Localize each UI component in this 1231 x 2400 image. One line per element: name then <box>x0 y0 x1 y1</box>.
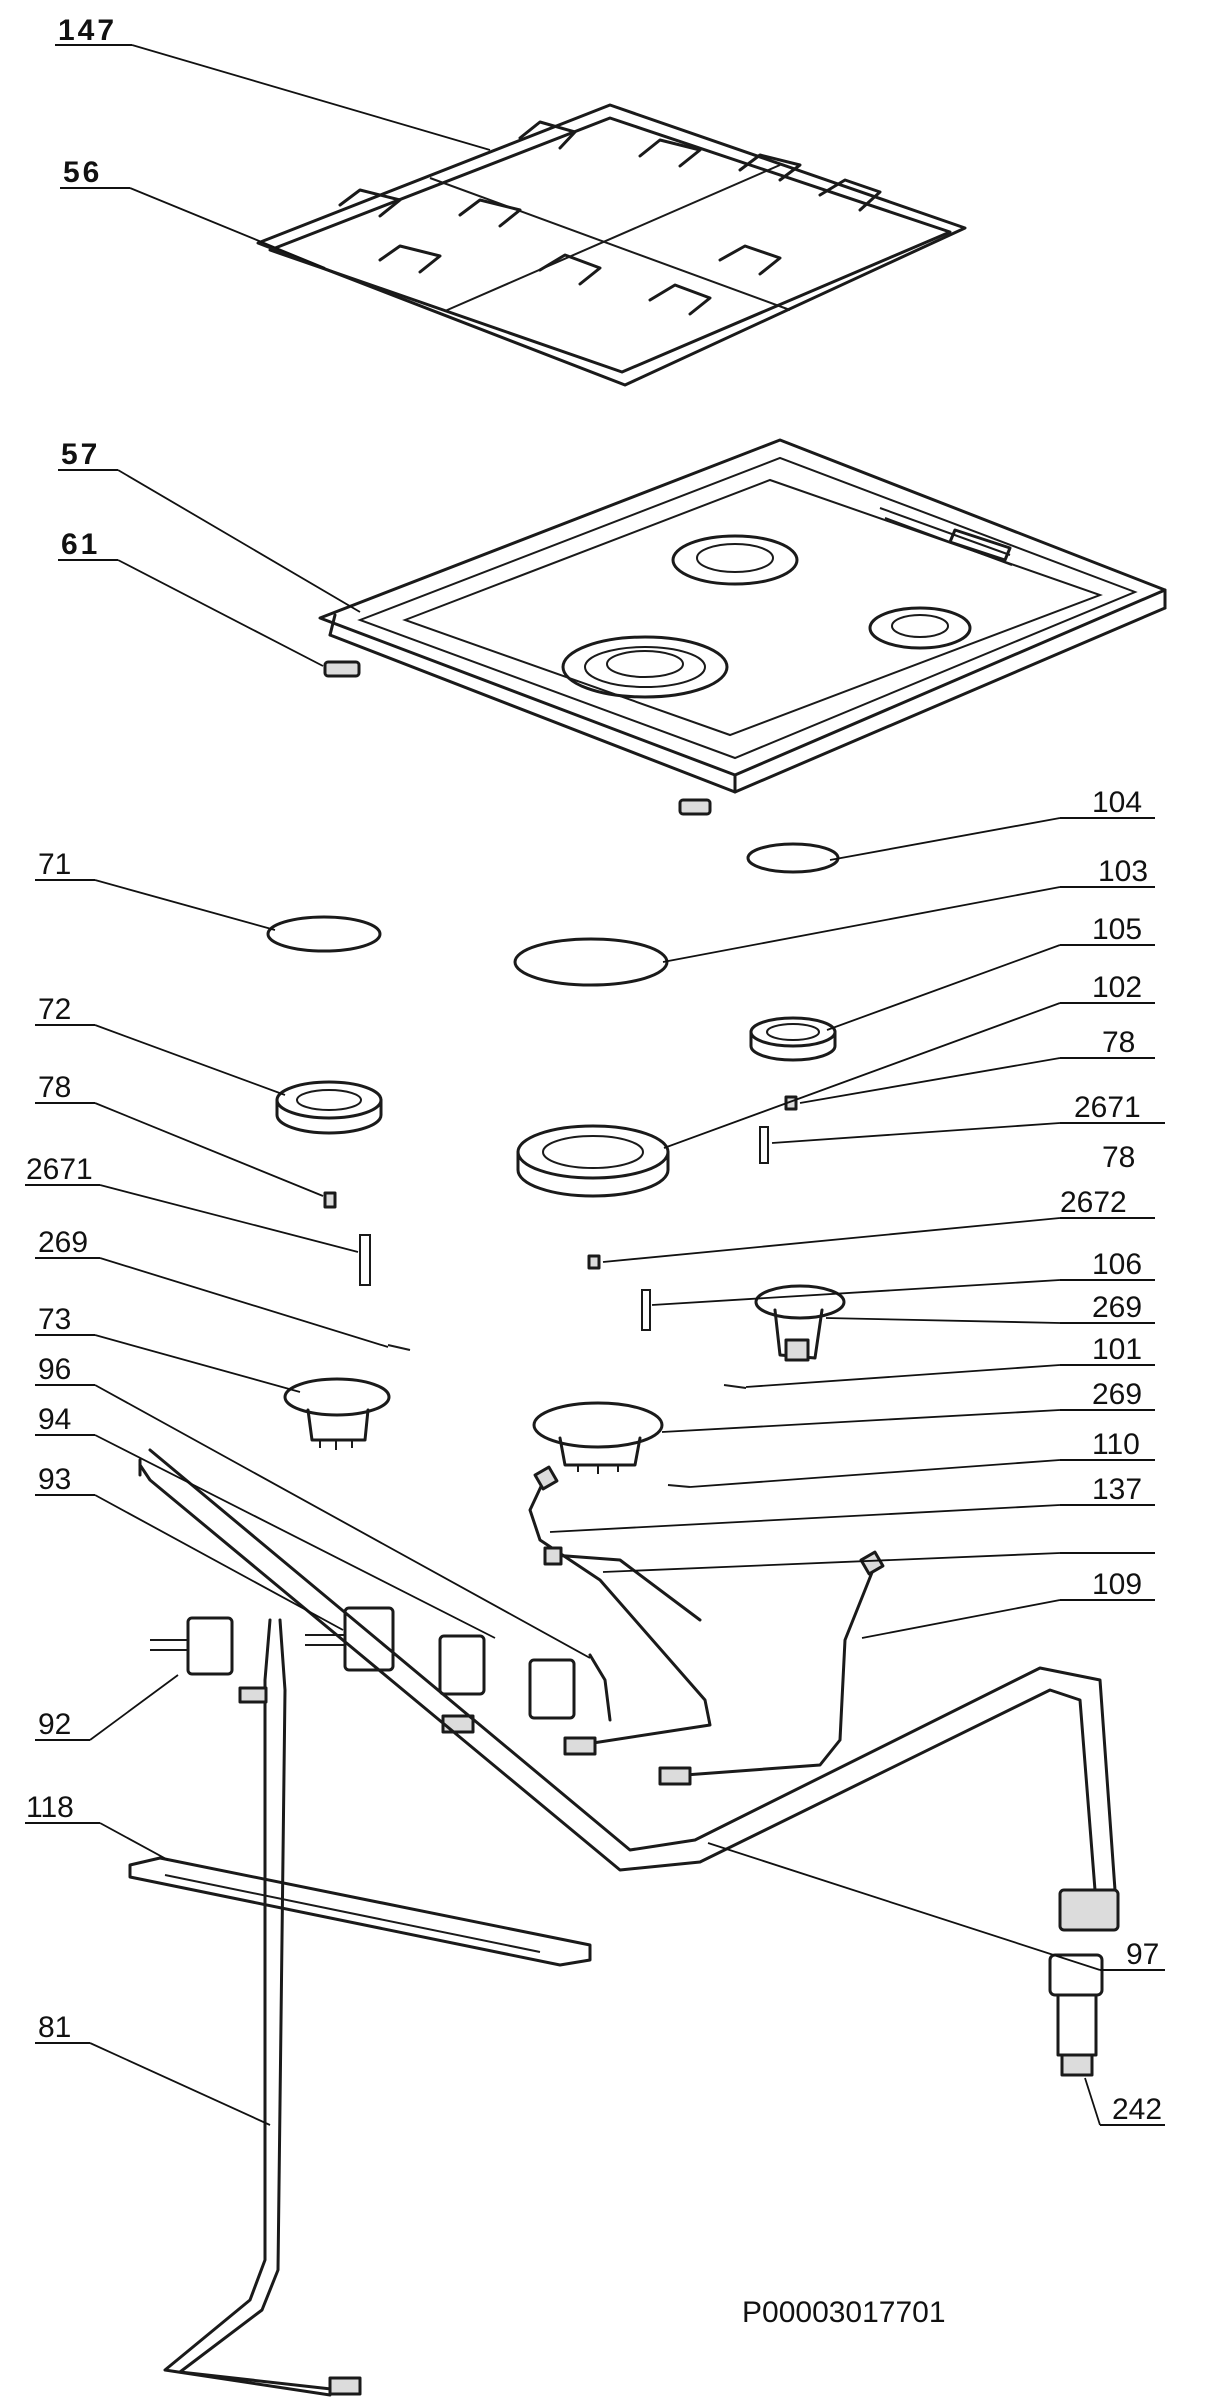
label-72: 72 <box>38 993 71 1026</box>
label-78-right-top: 78 <box>1102 1026 1135 1059</box>
label-73: 73 <box>38 1303 71 1336</box>
injector-nut <box>587 1254 601 1270</box>
pan-support-grid <box>256 103 967 387</box>
label-269-right-bottom: 269 <box>1092 1378 1142 1411</box>
fixing-clip <box>323 660 712 816</box>
label-78-right-bottom: 78 <box>1102 1141 1135 1174</box>
label-109: 109 <box>1092 1568 1142 1601</box>
burner-body-medium <box>283 1377 391 1450</box>
label-137: 137 <box>1092 1473 1142 1506</box>
label-104: 104 <box>1092 786 1142 819</box>
label-110: 110 <box>1092 1428 1140 1461</box>
gas-manifold <box>138 1448 1120 1932</box>
label-147: 147 <box>58 14 117 47</box>
label-94: 94 <box>38 1403 71 1436</box>
label-71: 71 <box>38 848 71 881</box>
injector-nut <box>323 1191 337 1209</box>
burner-cap-medium <box>266 915 382 953</box>
label-269-left: 269 <box>38 1226 88 1259</box>
burner-cap-large <box>513 937 669 987</box>
label-242: 242 <box>1112 2093 1162 2126</box>
label-81: 81 <box>38 2011 71 2044</box>
label-103: 103 <box>1098 855 1148 888</box>
label-2671-right: 2671 <box>1074 1091 1141 1124</box>
label-2672: 2672 <box>1060 1186 1127 1219</box>
burner-crown-small <box>749 1016 837 1062</box>
hose-connector <box>1048 1953 1104 2077</box>
part-number-labels: 147 56 57 61 104 71 103 105 72 102 78 78… <box>26 14 1162 2329</box>
label-61: 61 <box>61 528 100 561</box>
ignition-electrode <box>359 1126 769 1331</box>
burner-crown-medium <box>275 1080 383 1135</box>
label-269-right-top: 269 <box>1092 1291 1142 1324</box>
hob-top <box>318 438 1167 794</box>
gas-pipe <box>441 1465 885 1786</box>
burner-cap-small <box>746 842 840 874</box>
label-105: 105 <box>1092 913 1142 946</box>
gas-tap <box>150 1606 612 1722</box>
label-96: 96 <box>38 1353 71 1386</box>
label-93: 93 <box>38 1463 71 1496</box>
leader-lines <box>25 44 1165 2126</box>
thermocouple-pipe <box>163 1618 362 2397</box>
label-92: 92 <box>38 1708 71 1741</box>
tap-bracket <box>128 1856 592 1967</box>
label-118: 118 <box>26 1791 74 1824</box>
fixing-screw <box>387 1344 747 1488</box>
label-56: 56 <box>63 156 102 189</box>
burner-body-large <box>532 1401 664 1474</box>
burner-body-small <box>754 1284 846 1362</box>
drawing-code: P00003017701 <box>742 2296 946 2329</box>
label-102: 102 <box>1092 971 1142 1004</box>
label-97: 97 <box>1126 1938 1159 1971</box>
label-57: 57 <box>61 438 100 471</box>
label-101: 101 <box>1092 1333 1142 1366</box>
burner-crown-large <box>516 1124 670 1198</box>
label-2671-left: 2671 <box>26 1153 93 1186</box>
label-78-left: 78 <box>38 1071 71 1104</box>
label-106: 106 <box>1092 1248 1142 1281</box>
